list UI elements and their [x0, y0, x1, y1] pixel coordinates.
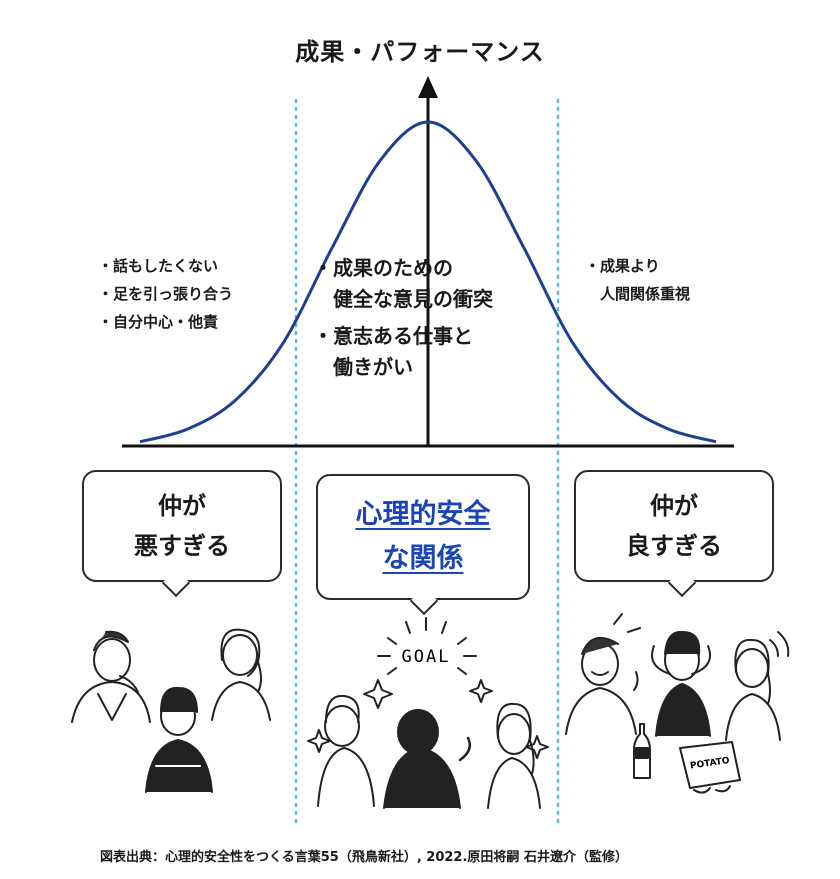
bubble-line: 悪すぎる — [134, 532, 230, 560]
list-item-continuation: 働きがい — [313, 355, 413, 379]
center-group-illustration — [307, 617, 549, 809]
woman-thinking-figure — [211, 628, 271, 721]
list-item-continuation: 人間関係重視 — [585, 285, 691, 303]
list-item: ・足を引っ張り合う — [98, 285, 234, 303]
woman-back-figure — [487, 702, 541, 809]
goal-rays — [377, 617, 477, 675]
list-item-continuation: 健全な意見の衝突 — [313, 287, 493, 311]
right-group-illustration — [565, 613, 790, 794]
sparkles — [307, 679, 549, 759]
center-zone-list: ・成果のための 健全な意見の衝突 ・意志ある仕事と 働きがい — [313, 253, 493, 383]
bubble-line: 良すぎる — [626, 532, 722, 560]
man-back-figure — [317, 694, 375, 807]
y-axis-arrowhead — [418, 76, 438, 98]
left-group-illustration — [71, 628, 271, 793]
list-item: ・成果のための — [313, 256, 453, 280]
bottle-icon — [633, 723, 651, 779]
figure-source: 図表出典：心理的安全性をつくる言葉55（飛鳥新社）, 2022.原田将嗣 石井遼… — [100, 850, 628, 865]
bubble-line: 心理的安全 — [355, 499, 491, 530]
annoyed-man-figure — [71, 630, 151, 723]
goal-label: GOAL — [402, 647, 451, 667]
bell-curve — [139, 120, 717, 444]
list-item: ・自分中心・他責 — [98, 313, 219, 331]
laughing-man-figure — [565, 613, 641, 735]
speech-bubble-too-friendly: 仲が 良すぎる — [574, 470, 774, 598]
y-axis-title: 成果・パフォーマンス — [295, 38, 545, 66]
man-hands-behind-head-figure — [651, 630, 711, 737]
list-item: ・話もしたくない — [98, 257, 219, 275]
laughing-woman-figure — [725, 631, 790, 741]
speech-bubble-psychological-safety: 心理的安全 な関係 — [316, 474, 530, 616]
speech-bubble-bad-relations: 仲が 悪すぎる — [82, 470, 282, 598]
bubble-line: 仲が — [650, 492, 698, 520]
bubble-line: な関係 — [382, 543, 464, 574]
snack-bag-icon — [679, 741, 741, 794]
list-item: ・成果より — [585, 257, 660, 275]
list-item: ・意志ある仕事と — [313, 324, 473, 348]
man-arms-crossed-figure — [145, 686, 213, 793]
left-zone-list: ・話もしたくない ・足を引っ張り合う ・自分中心・他責 — [98, 252, 233, 336]
leader-back-figure — [383, 709, 471, 809]
right-zone-list: ・成果より 人間関係重視 — [585, 252, 690, 308]
bubble-line: 仲が — [158, 492, 206, 520]
